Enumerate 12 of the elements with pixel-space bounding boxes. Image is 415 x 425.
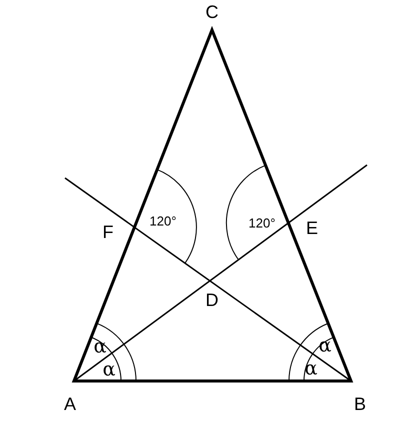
point-label: E <box>306 219 318 237</box>
angle-label: 120° <box>150 214 176 228</box>
angle-label: 120° <box>248 216 276 230</box>
vertex-label: C <box>206 3 218 21</box>
vertex-label: A <box>64 395 76 413</box>
point-label: D <box>206 291 218 309</box>
angle-label: α <box>304 360 318 378</box>
angle-label: α <box>102 360 116 380</box>
angle-label: α <box>318 336 332 356</box>
point-label: F <box>102 223 114 241</box>
angle-label: α <box>94 338 106 356</box>
vertex-label: B <box>354 395 366 413</box>
